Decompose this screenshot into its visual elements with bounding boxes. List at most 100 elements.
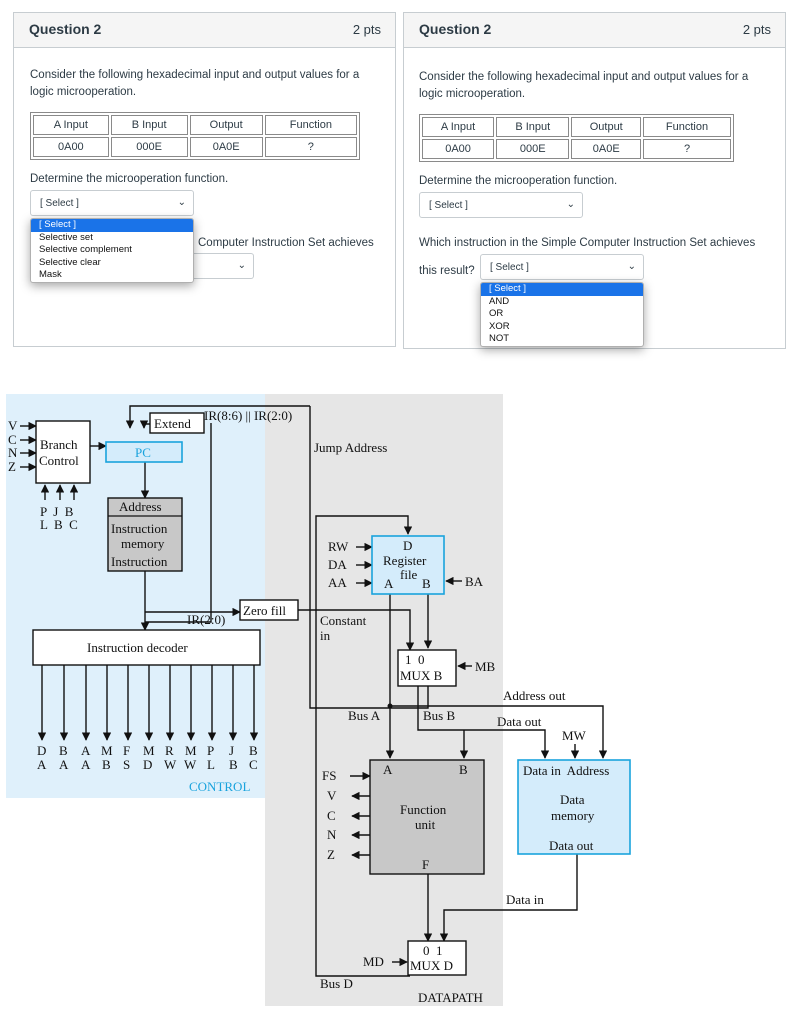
function-dropdown-list[interactable]: [ Select ] Selective set Selective compl… — [30, 218, 194, 283]
dropdown-option[interactable]: [ Select ] — [31, 219, 193, 232]
plb-top-label: P J B — [40, 504, 74, 519]
mux-b-inputs-label: 1 0 — [405, 652, 425, 667]
ir20-label: IR(2:0) — [187, 612, 225, 627]
function-select[interactable]: [ Select ] ⌄ — [419, 192, 583, 218]
question-points: 2 pts — [742, 22, 771, 37]
reg-register-label: Register — [383, 553, 427, 568]
fu-flag-v: V — [327, 788, 337, 803]
chevron-down-icon: ⌄ — [627, 261, 636, 272]
flag-label-z: Z — [8, 459, 16, 474]
pc-label: PC — [135, 445, 151, 460]
decoder-output-bottom: W — [164, 757, 177, 772]
dm-data-out-label: Data out — [549, 838, 594, 853]
table-header: Function — [264, 115, 357, 135]
question-prompt: Consider the following hexadecimal input… — [30, 67, 390, 101]
flag-label-n: N — [8, 445, 18, 460]
decoder-output-top: P — [207, 743, 214, 758]
function-select[interactable]: [ Select ] ⌄ — [30, 190, 194, 216]
decoder-output-top: J — [229, 743, 234, 758]
table-cell: ? — [264, 137, 357, 157]
table-header: Output — [571, 117, 642, 137]
table-cell: 0A00 — [33, 137, 109, 157]
mw-label: MW — [562, 728, 587, 743]
table-header: Output — [189, 115, 263, 135]
decoder-output-top: B — [59, 743, 68, 758]
instruction-memory-box — [107, 497, 183, 572]
instruction-decoder-box — [32, 629, 261, 666]
table-row: 0A00 000E 0A0E ? — [33, 137, 357, 157]
question-card-left: Question 2 2 pts Consider the following … — [13, 12, 396, 347]
dropdown-option[interactable]: OR — [489, 308, 504, 319]
dm-inputs-label: Data in Address — [523, 763, 609, 778]
table-header: B Input — [110, 115, 188, 135]
fu-flag-c: C — [327, 808, 336, 823]
ba-label: BA — [465, 574, 484, 589]
instruction-select-obscured[interactable]: ⌄ — [194, 253, 254, 279]
prompt-line-1: Consider the following hexadecimal input… — [30, 69, 360, 81]
decoder-output-bottom: S — [123, 757, 130, 772]
question-points: 2 pts — [352, 22, 381, 37]
table-cell: 000E — [496, 139, 570, 159]
extend-label: Extend — [154, 416, 191, 431]
question-title: Question 2 — [419, 21, 492, 37]
prompt-line-2: logic microoperation. — [30, 86, 137, 98]
obscured-question-text: Computer Instruction Set achieves — [198, 237, 374, 249]
decoder-output-top: M — [185, 743, 197, 758]
register-file-box — [371, 535, 445, 595]
decoder-output-top: A — [81, 743, 91, 758]
decoder-output-bottom: A — [37, 757, 47, 772]
table-row: 0A00 000E 0A0E ? — [422, 139, 731, 159]
select-value: [ Select ] — [429, 200, 468, 211]
select-value: [ Select ] — [40, 198, 79, 209]
question-prompt: Consider the following hexadecimal input… — [419, 69, 779, 103]
dropdown-option[interactable]: Selective clear — [39, 256, 101, 268]
dropdown-option[interactable]: AND — [489, 295, 510, 307]
dropdown-option[interactable]: XOR — [489, 320, 510, 332]
mux-b-label: MUX B — [400, 668, 443, 683]
dropdown-option[interactable]: NOT — [489, 333, 510, 344]
da-label: DA — [328, 557, 347, 572]
table-header: A Input — [422, 117, 495, 137]
table-cell: 0A0E — [189, 137, 263, 157]
data-out-label: Data out — [497, 714, 542, 729]
zero-fill-box — [239, 599, 299, 621]
mux-d-box — [407, 940, 467, 976]
decoder-output-bottom: A — [59, 757, 69, 772]
md-label: MD — [363, 954, 384, 969]
datapath-background — [265, 394, 503, 1006]
fu-b-label: B — [459, 762, 468, 777]
chevron-down-icon: ⌄ — [566, 199, 575, 210]
mb-label: MB — [475, 659, 496, 674]
fu-flag-n: N — [327, 827, 337, 842]
bus-a-junction — [387, 703, 393, 709]
decoder-output-bottom: D — [143, 757, 152, 772]
plb-bottom-label: L B C — [40, 517, 78, 532]
table-cell: 0A0E — [571, 139, 642, 159]
question-card-right: Question 2 2 pts Consider the following … — [403, 12, 786, 349]
bus-b-label: Bus B — [423, 708, 455, 723]
dropdown-option[interactable]: Selective complement — [39, 244, 132, 255]
extend-box — [149, 412, 205, 434]
decoder-output-bottom: L — [207, 757, 215, 772]
imem-address-label: Address — [119, 499, 162, 514]
dm-memory-label: memory — [551, 808, 595, 823]
fu-f-label: F — [422, 857, 429, 872]
table-header: Function — [643, 117, 731, 137]
question-title: Question 2 — [29, 21, 102, 37]
instruction-dropdown-list[interactable]: [ Select ] AND OR XOR NOT — [480, 282, 644, 347]
prompt-line-1: Consider the following hexadecimal input… — [419, 71, 749, 83]
fs-label: FS — [322, 768, 336, 783]
decoder-output-bottom: B — [229, 757, 238, 772]
decoder-output-top: M — [143, 743, 155, 758]
decoder-output-bottom: C — [249, 757, 258, 772]
instruction-select[interactable]: [ Select ] ⌄ — [480, 254, 644, 280]
decoder-output-bottom: B — [102, 757, 111, 772]
dropdown-option[interactable]: [ Select ] — [481, 283, 643, 296]
table-cell: ? — [643, 139, 731, 159]
table-header: A Input — [33, 115, 109, 135]
jump-address-label: Jump Address — [314, 440, 387, 455]
dropdown-option[interactable]: Mask — [39, 269, 62, 280]
reg-file-label: file — [400, 567, 418, 582]
reg-d-label: D — [403, 538, 412, 553]
dropdown-option[interactable]: Selective set — [39, 231, 93, 243]
